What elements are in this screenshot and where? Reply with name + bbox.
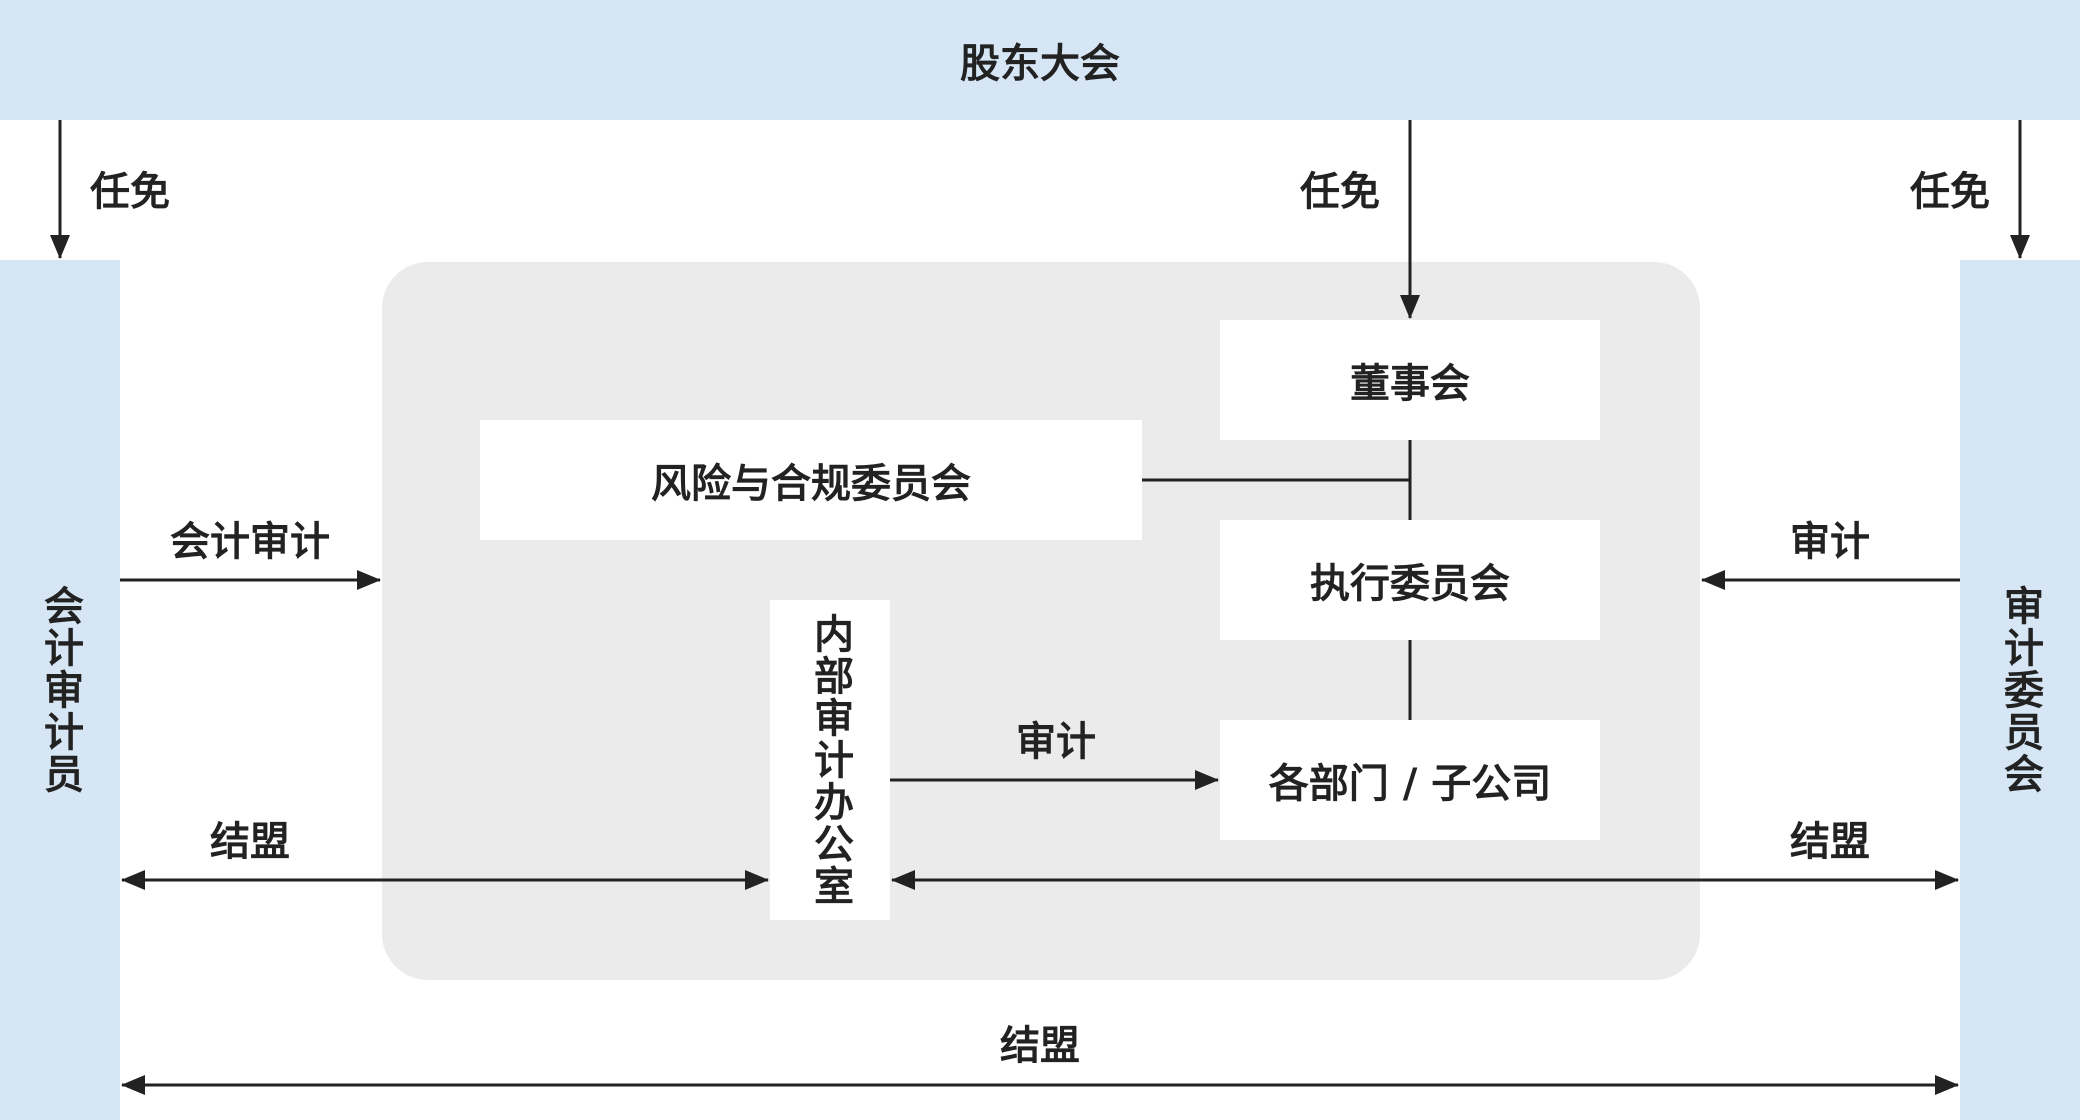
departments-label: 各部门 / 子公司 <box>1268 761 1552 807</box>
alliance-label-bottom: 结盟 <box>1000 1023 1080 1069</box>
risk-compliance-committee-box: 风险与合规委员会 <box>480 420 1142 540</box>
alliance-label-left: 结盟 <box>210 819 290 865</box>
internal-audit-office-box: 内部审计办公室 <box>770 600 890 920</box>
appoint-label-right: 任免 <box>1910 169 1990 215</box>
accounting-auditor-box: 会计审计员 <box>0 260 120 1120</box>
shareholders-meeting-label: 股东大会 <box>960 41 1120 87</box>
executive-committee-box: 执行委员会 <box>1220 520 1600 640</box>
risk-compliance-committee-label: 风险与合规委员会 <box>651 461 971 507</box>
appoint-label-left: 任免 <box>90 169 170 215</box>
departments-box: 各部门 / 子公司 <box>1220 720 1600 840</box>
appoint-label-center: 任免 <box>1300 169 1380 215</box>
audit-label-right: 审计 <box>1790 519 1870 565</box>
audit-label-internal: 审计 <box>1016 719 1096 765</box>
board-box: 董事会 <box>1220 320 1600 440</box>
shareholders-meeting-box: 股东大会 <box>0 0 2080 120</box>
executive-committee-label: 执行委员会 <box>1310 561 1510 607</box>
accounting-auditor-label: 会计审计员 <box>37 585 83 795</box>
internal-audit-office-label: 内部审计办公室 <box>807 613 853 907</box>
accounting-audit-label: 会计审计 <box>170 519 330 565</box>
audit-committee-box: 审计委员会 <box>1960 260 2080 1120</box>
audit-committee-label: 审计委员会 <box>1997 585 2043 795</box>
alliance-label-right: 结盟 <box>1790 819 1870 865</box>
board-label: 董事会 <box>1350 361 1470 407</box>
